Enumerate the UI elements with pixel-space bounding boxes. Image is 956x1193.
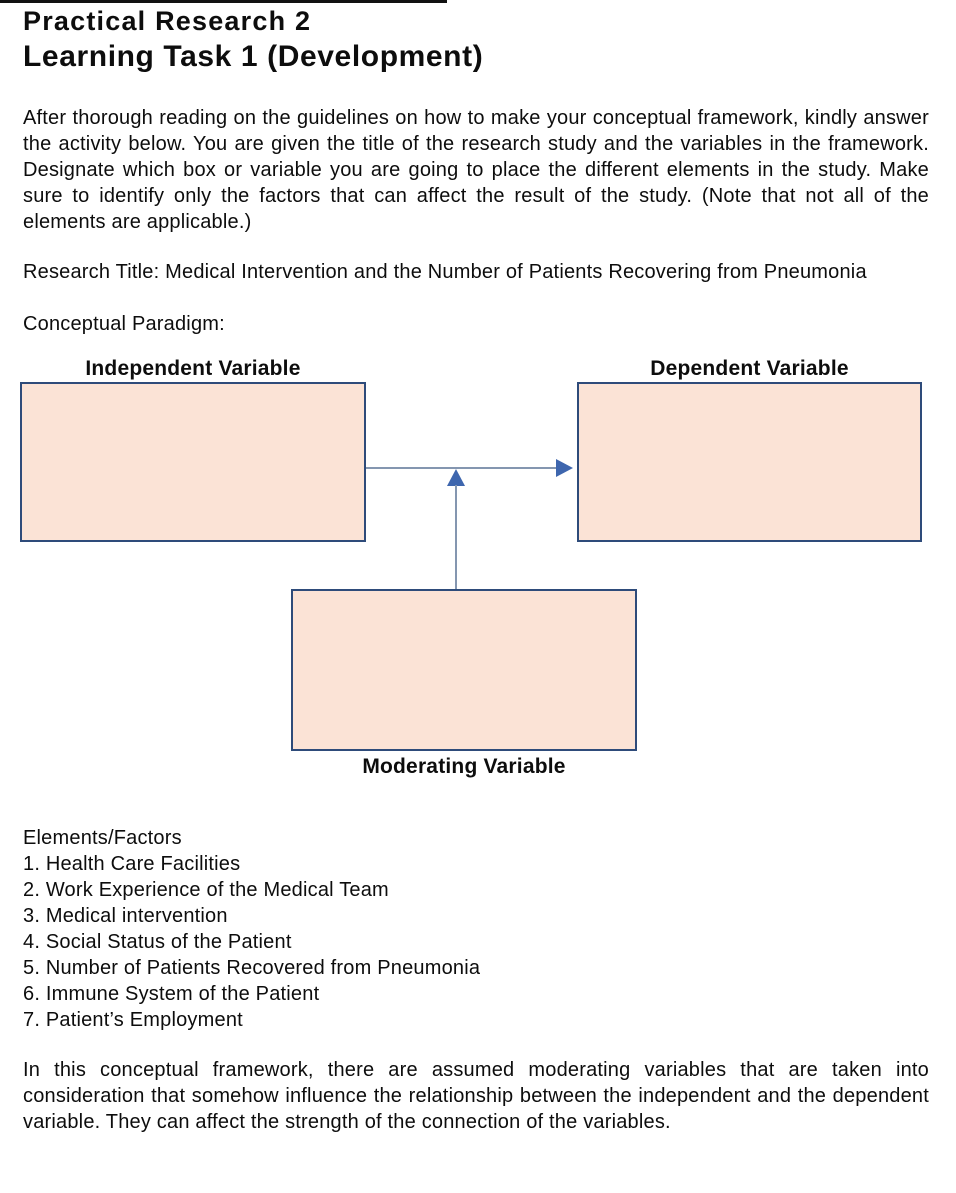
dependent-variable-box [577,382,922,542]
page-title: Learning Task 1 (Development) [23,40,484,73]
scan-artifact-bar [0,0,447,3]
worksheet-page: Practical Research 2 Learning Task 1 (De… [0,6,956,1133]
list-item: 7. Patient’s Employment [23,1009,243,1031]
independent-variable-box [20,382,366,542]
list-item: 1. Health Care Facilities [23,853,241,875]
conceptual-paradigm-diagram: Independent Variable Dependent Variable … [0,357,956,785]
instructions-paragraph: After thorough reading on the guidelines… [23,107,929,233]
horizontal-connector-line [366,467,558,469]
closing-paragraph: In this conceptual framework, there are … [23,1059,929,1133]
list-item: 2. Work Experience of the Medical Team [23,879,389,901]
elements-factors-heading: Elements/Factors [23,827,182,849]
list-item: 3. Medical intervention [23,905,228,927]
list-item: 6. Immune System of the Patient [23,983,320,1005]
up-arrowhead-icon [447,469,465,486]
right-arrowhead-icon [556,459,573,477]
subject-title: Practical Research 2 [23,6,312,36]
moderating-variable-box [291,589,637,751]
independent-variable-label: Independent Variable [85,357,301,380]
elements-factors-section: Elements/Factors 1. Health Care Faciliti… [23,825,929,1033]
list-item: 4. Social Status of the Patient [23,931,292,953]
dependent-variable-label: Dependent Variable [650,357,849,380]
moderating-variable-label: Moderating Variable [362,755,566,778]
list-item: 5. Number of Patients Recovered from Pne… [23,957,481,979]
vertical-connector-line [455,485,457,589]
conceptual-paradigm-heading: Conceptual Paradigm: [23,313,225,335]
research-title-line: Research Title: Medical Intervention and… [23,261,867,283]
